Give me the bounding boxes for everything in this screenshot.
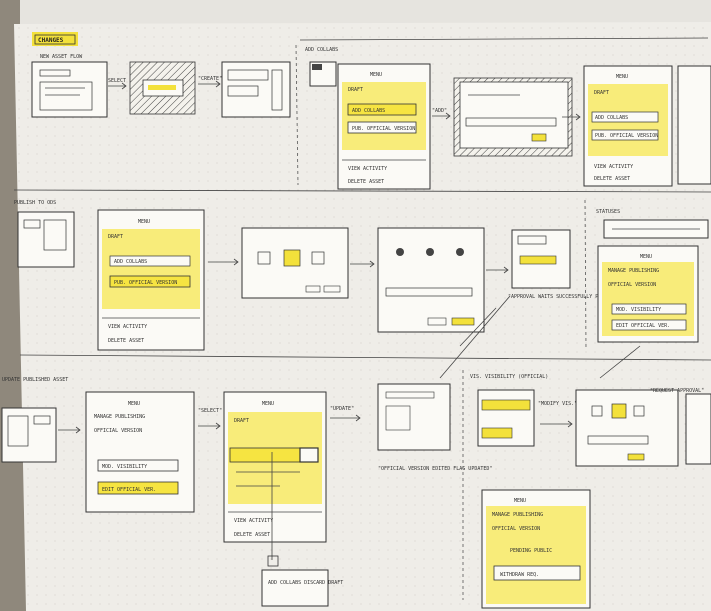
arrow-label-select: SELECT xyxy=(108,78,126,84)
menu3-add-collabs[interactable]: ADD COLLABS xyxy=(114,259,147,265)
menu7-managing: MANAGE PUBLISHING xyxy=(492,512,543,518)
divider-v1 xyxy=(295,44,299,186)
divider-v2 xyxy=(584,199,587,351)
note-official: "OFFICIAL VERSION EDITED FLAG UPDATED" xyxy=(378,466,492,472)
menu3-title: MENU xyxy=(138,219,150,225)
menu4-edit-official[interactable]: EDIT OFFICIAL VER. xyxy=(616,323,670,329)
divider-row2 xyxy=(13,189,711,193)
r3-dialog-1 xyxy=(377,383,451,451)
add-collabs-header: ADD COLLABS xyxy=(305,47,338,53)
menu-card-2b xyxy=(677,65,711,185)
r2-screen-2 xyxy=(511,229,571,289)
arrow-label-request: "REQUEST APPROVAL" xyxy=(650,388,704,394)
menu2-delete[interactable]: DELETE ASSET xyxy=(594,176,630,182)
menu1-draft: DRAFT xyxy=(348,87,363,93)
menu4-mod-vis[interactable]: MOD. VISIBILITY xyxy=(616,307,661,313)
r3-screen-1 xyxy=(1,407,57,463)
menu1-add-collabs[interactable]: ADD COLLABS xyxy=(352,108,385,114)
menu6-title: MENU xyxy=(262,401,274,407)
menu7-title: MENU xyxy=(514,498,526,504)
menu1-pub-official[interactable]: PUB. OFFICIAL VERSION xyxy=(352,126,415,132)
r3-screen-edge xyxy=(685,393,711,465)
row3-label: UPDATE PUBLISHED ASSET xyxy=(2,377,68,383)
r3-dialog-2 xyxy=(575,389,679,467)
arrow-label-select-2: "SELECT" xyxy=(198,408,222,414)
menu5-mod-vis[interactable]: MOD. VISIBILITY xyxy=(102,464,147,470)
menu6-view-activity[interactable]: VIEW ACTIVITY xyxy=(234,518,273,524)
menu3-draft: DRAFT xyxy=(108,234,123,240)
sticky-note-text: ADD COLLABS DISCARD DRAFT xyxy=(268,580,343,586)
menu7-pending: PENDING PUBLIC xyxy=(510,548,552,554)
menu2-add-collabs[interactable]: ADD COLLABS xyxy=(595,115,628,121)
r3-screen-2 xyxy=(477,389,535,447)
sticky-note: ADD COLLABS DISCARD DRAFT xyxy=(261,555,343,607)
row2-label: PUBLISH TO ODS xyxy=(14,200,56,206)
menu3-view-activity[interactable]: VIEW ACTIVITY xyxy=(108,324,147,330)
arrow-label-create: "CREATE" xyxy=(198,76,222,82)
divider-top xyxy=(299,37,709,41)
menu-card-2: MENU DRAFT ADD COLLABS PUB. OFFICIAL VER… xyxy=(583,65,673,187)
menu-card-6: MENU DRAFT VIEW ACTIVITY DELETE ASSET xyxy=(223,391,327,543)
changes-tag-label: CHANGES xyxy=(38,37,64,44)
row1-label: NEW ASSET FLOW xyxy=(40,54,83,60)
r1-screen-1 xyxy=(31,61,108,118)
menu1-view-activity[interactable]: VIEW ACTIVITY xyxy=(348,166,387,172)
menu7-withdraw[interactable]: WITHDRAW REQ. xyxy=(500,572,539,578)
menu2-draft: DRAFT xyxy=(594,90,609,96)
r2-screen-1 xyxy=(17,211,75,268)
menu5-title: MENU xyxy=(128,401,140,407)
connector-2 xyxy=(459,307,497,347)
r1-screen-4 xyxy=(309,61,337,87)
menu4-managing: MANAGE PUBLISHING xyxy=(608,268,659,274)
menu1-delete[interactable]: DELETE ASSET xyxy=(348,179,384,185)
menu2-pub-official[interactable]: PUB. OFFICIAL VERSION xyxy=(595,133,658,139)
divider-row3 xyxy=(19,354,711,361)
r2-dialog-2 xyxy=(377,227,485,333)
menu1-title: MENU xyxy=(370,72,382,78)
arrow-label-modify: "MODIFY VIS." xyxy=(538,401,577,407)
menu4-title: MENU xyxy=(640,254,652,260)
r2-dialog-1 xyxy=(241,227,349,299)
menu-card-7: MENU MANAGE PUBLISHING OFFICIAL VERSION … xyxy=(481,489,591,609)
menu3-delete[interactable]: DELETE ASSET xyxy=(108,338,144,344)
menu3-pub-official[interactable]: PUB. OFFICIAL VERSION xyxy=(114,280,177,286)
menu-card-5: MENU MANAGE PUBLISHING OFFICIAL VERSION … xyxy=(85,391,195,513)
menu-card-1: MENU DRAFT ADD COLLABS PUB. OFFICIAL VER… xyxy=(337,63,431,190)
r1-screen-3 xyxy=(221,61,291,118)
menu2-title: MENU xyxy=(616,74,628,80)
connector-1 xyxy=(439,295,511,379)
menu4-official: OFFICIAL VERSION xyxy=(608,282,656,288)
r1-screen-2 xyxy=(129,61,196,115)
menu2-view-activity[interactable]: VIEW ACTIVITY xyxy=(594,164,633,170)
arrow-label-update: "UPDATE" xyxy=(330,406,354,412)
note-approved: "APPROVAL WAITS SUCCESSFULLY PUBLISHED" xyxy=(508,294,625,300)
menu5-official: OFFICIAL VERSION xyxy=(94,428,142,434)
r1-dialog xyxy=(453,77,573,157)
changes-tag xyxy=(32,32,78,46)
r2-status-bar xyxy=(603,219,709,239)
menu7-official: OFFICIAL VERSION xyxy=(492,526,540,532)
menu6-draft: DRAFT xyxy=(234,418,249,424)
menu5-edit-official[interactable]: EDIT OFFICIAL VER. xyxy=(102,487,156,493)
menu-card-4: MENU MANAGE PUBLISHING OFFICIAL VERSION … xyxy=(597,245,699,343)
connector-3 xyxy=(599,345,641,379)
statuses-label: STATUSES xyxy=(596,209,620,215)
menu-card-3: MENU DRAFT ADD COLLABS PUB. OFFICIAL VER… xyxy=(97,209,205,351)
visibility-label: VIS. VISIBILITY (OFFICIAL) xyxy=(470,374,548,380)
arrow-label-add: "ADD" xyxy=(432,108,447,114)
menu6-delete[interactable]: DELETE ASSET xyxy=(234,532,270,538)
menu5-managing: MANAGE PUBLISHING xyxy=(94,414,145,420)
